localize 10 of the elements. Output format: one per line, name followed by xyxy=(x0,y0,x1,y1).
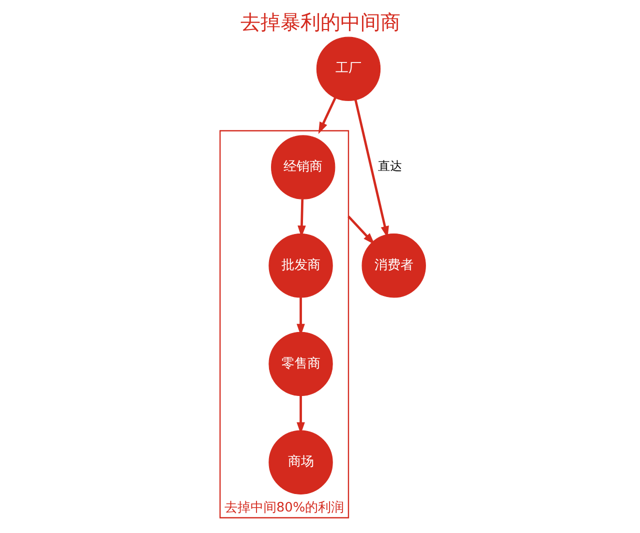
node-circle: 商场 xyxy=(268,430,332,494)
arrow xyxy=(318,97,336,134)
node-circle: 零售商 xyxy=(268,332,332,396)
arrow xyxy=(354,100,388,238)
node-circle: 批发商 xyxy=(268,234,332,298)
diagram-title: 去掉暴利的中间商 xyxy=(240,10,400,34)
arrow xyxy=(347,216,374,245)
node-circle: 工厂 xyxy=(316,36,380,101)
edge-label: 直达 xyxy=(378,159,402,174)
node-circle: 经销商 xyxy=(270,135,335,200)
